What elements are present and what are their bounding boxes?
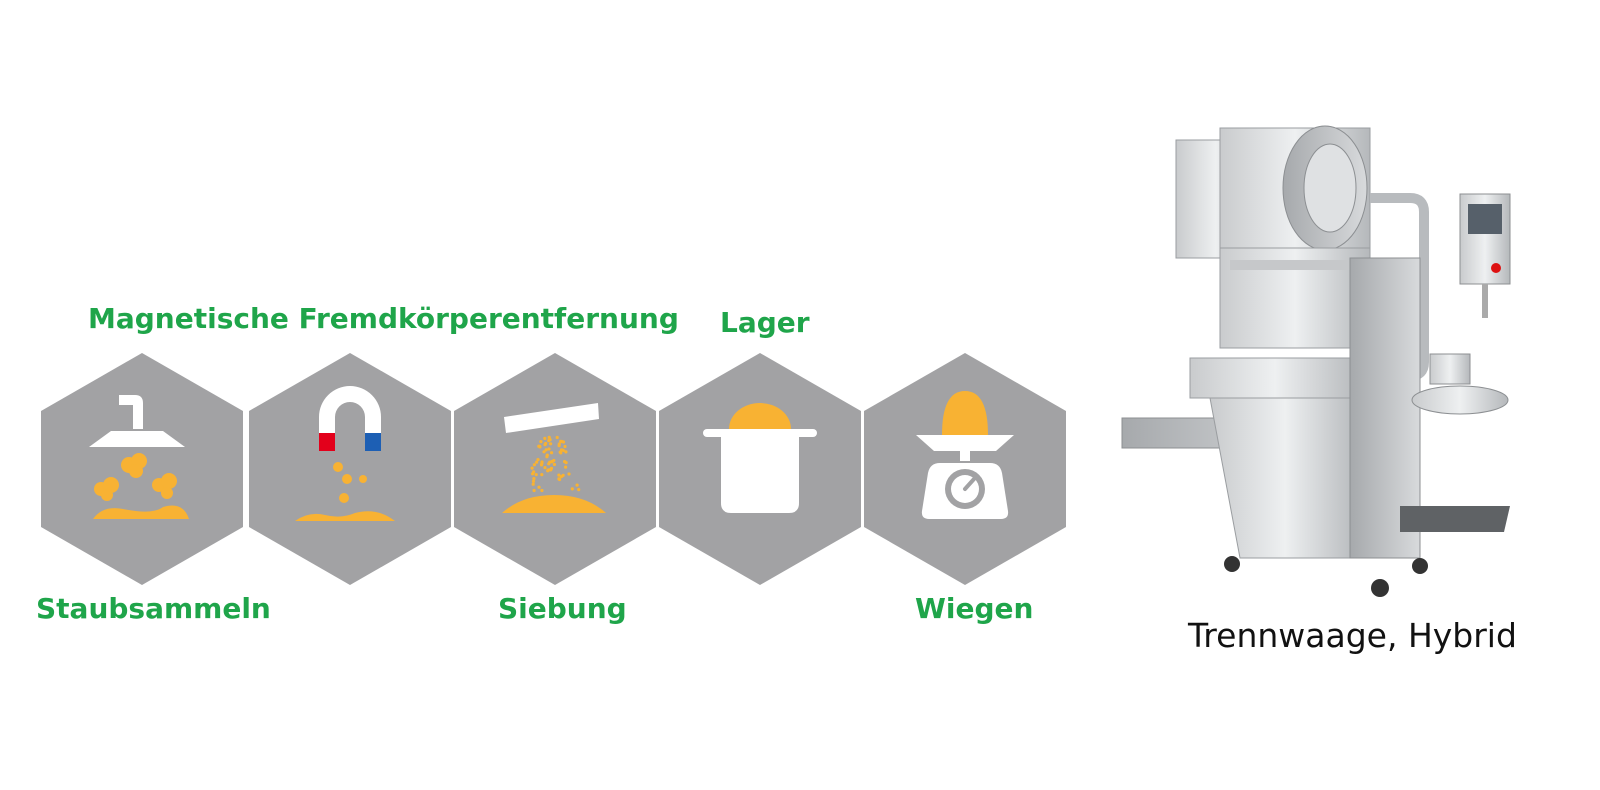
storage-pot-icon	[703, 403, 817, 513]
machine-caption: Trennwaage, Hybrid	[1188, 616, 1517, 655]
label-weighing: Wiegen	[915, 592, 1034, 625]
label-storage: Lager	[720, 306, 810, 339]
magnet-icon	[295, 386, 395, 521]
hex-storage	[659, 353, 861, 585]
label-sieving: Siebung	[498, 592, 627, 625]
hex-dust-collection	[41, 353, 243, 585]
sieve-icon	[502, 403, 606, 513]
hex-sieving	[454, 353, 656, 585]
hex-magnetic-removal	[249, 353, 451, 585]
label-magnetic-removal: Magnetische Fremdkörperentfernung	[88, 302, 679, 335]
machine-image	[1121, 125, 1511, 597]
scale-icon	[916, 391, 1014, 519]
label-dust-collection: Staubsammeln	[36, 592, 271, 625]
hex-weighing	[864, 353, 1066, 585]
dust-hood-icon	[89, 395, 189, 519]
